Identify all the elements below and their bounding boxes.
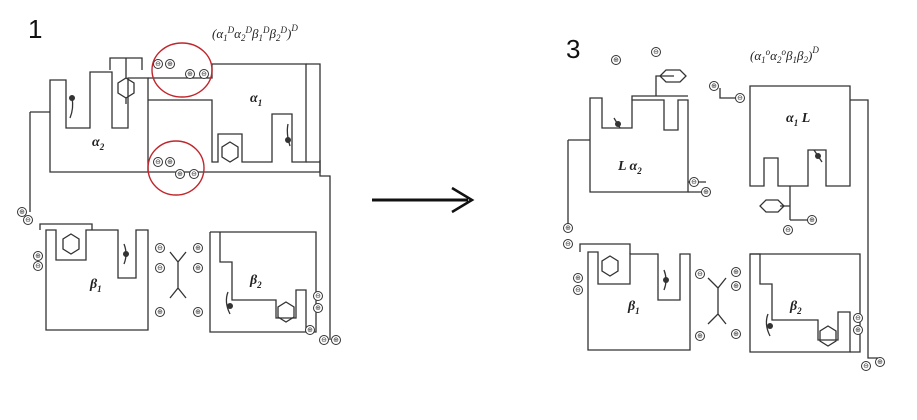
highlight-circle-top xyxy=(151,42,213,98)
svg-text:⊖: ⊖ xyxy=(315,292,321,300)
svg-text:⊕: ⊕ xyxy=(35,252,41,260)
beta2-label: β2 xyxy=(789,299,802,316)
beta2-helix xyxy=(765,313,771,337)
svg-text:⊕: ⊕ xyxy=(307,326,313,334)
beta1-heme-iron xyxy=(123,251,129,257)
svg-text:⊕: ⊕ xyxy=(613,56,619,64)
step-number: 1 xyxy=(28,14,42,44)
alpha2-helix xyxy=(69,97,74,119)
svg-text:⊕: ⊕ xyxy=(195,264,201,272)
svg-text:⊖: ⊖ xyxy=(191,170,197,178)
beta1-subunit-outline xyxy=(587,251,691,351)
alpha1-heme-hexagon xyxy=(759,199,785,213)
svg-text:⊕: ⊕ xyxy=(195,308,201,316)
alpha2-label: α2 xyxy=(92,135,105,152)
alpha2-subunit-outline xyxy=(49,71,149,173)
beta1-label: β1 xyxy=(627,299,640,316)
svg-text:⊕: ⊕ xyxy=(315,304,321,312)
svg-text:⊖: ⊖ xyxy=(321,336,327,344)
alpha1-heme-hexagon xyxy=(221,141,239,163)
svg-text:⊖: ⊖ xyxy=(575,286,581,294)
svg-text:⊖: ⊖ xyxy=(25,216,31,224)
svg-text:⊖: ⊖ xyxy=(155,158,161,166)
beta2-heme-hexagon xyxy=(277,301,295,323)
formula: (α1Dα2Dβ1Dβ2D)D xyxy=(212,23,298,43)
beta2-subunit-outline xyxy=(749,253,851,353)
svg-text:⊕: ⊕ xyxy=(733,330,739,338)
beta2-heme-iron xyxy=(767,323,773,329)
peripheral-charges-3: ⊖ ⊕ ⊕ ⊖ ⊖ ⊕ ⊕ ⊖ ⊕ ⊖ ⊕ ⊖ ⊖ ⊕ ⊕ ⊕ ⊕ ⊖ ⊕ ⊖ … xyxy=(563,47,885,371)
alpha2-heme-hexagon xyxy=(659,69,687,83)
svg-text:⊕: ⊕ xyxy=(703,188,709,196)
svg-text:⊕: ⊕ xyxy=(733,268,739,276)
svg-text:⊖: ⊖ xyxy=(201,70,207,78)
svg-text:⊖: ⊖ xyxy=(697,270,703,278)
alpha1-helix xyxy=(286,123,291,147)
svg-text:⊖: ⊖ xyxy=(157,244,163,252)
svg-text:⊖: ⊖ xyxy=(565,240,571,248)
svg-text:⊕: ⊕ xyxy=(177,170,183,178)
beta2-heme-hexagon xyxy=(819,325,837,347)
svg-text:⊕: ⊕ xyxy=(809,216,815,224)
alpha1-subunit-outline xyxy=(148,63,307,163)
beta1-heme-hexagon xyxy=(62,233,80,255)
svg-text:⊕: ⊕ xyxy=(157,308,163,316)
alpha1-label: α1 xyxy=(250,91,262,108)
svg-text:⊖: ⊖ xyxy=(855,314,861,322)
alpha1-heme-iron xyxy=(815,153,821,159)
alpha2-subunit-outline xyxy=(589,97,689,193)
step-number: 3 xyxy=(566,34,580,64)
alpha1-label: α1 L xyxy=(786,111,810,128)
beta2-subunit-outline xyxy=(209,232,307,333)
svg-text:⊖: ⊖ xyxy=(155,60,161,68)
alpha1-heme-iron xyxy=(285,137,291,143)
svg-text:⊕: ⊕ xyxy=(733,282,739,290)
alpha2-heme-hexagon xyxy=(117,77,135,99)
alpha2-label: L α2 xyxy=(617,159,642,176)
beta2-heme-iron xyxy=(227,303,233,309)
beta2-helix xyxy=(225,291,231,315)
beta2-label: β2 xyxy=(249,273,262,290)
beta1-heme-iron xyxy=(663,277,669,283)
svg-text:⊕: ⊕ xyxy=(711,82,717,90)
panel-1: 1 (α1Dα2Dβ1Dβ2D)D α2 α1 ⊖ ⊕ ⊕ ⊖ xyxy=(17,14,341,345)
svg-text:⊕: ⊕ xyxy=(697,332,703,340)
bpg-branch xyxy=(169,251,187,299)
bpg-branch xyxy=(707,277,727,325)
svg-text:⊕: ⊕ xyxy=(333,336,339,344)
svg-text:⊖: ⊖ xyxy=(35,262,41,270)
beta1-subunit-outline xyxy=(45,229,149,331)
svg-text:⊕: ⊕ xyxy=(167,158,173,166)
svg-text:⊖: ⊖ xyxy=(785,226,791,234)
svg-text:⊕: ⊕ xyxy=(19,208,25,216)
svg-text:⊕: ⊕ xyxy=(855,326,861,334)
svg-text:⊖: ⊖ xyxy=(691,178,697,186)
beta1-heme-hexagon xyxy=(601,255,619,277)
svg-text:⊕: ⊕ xyxy=(167,60,173,68)
svg-text:⊕: ⊕ xyxy=(195,244,201,252)
beta1-label: β1 xyxy=(89,277,102,294)
panel-3: 3 (α1oα2oβ1β2)D L α2 α1 L β1 xyxy=(563,34,885,371)
highlight-circle-middle xyxy=(147,140,205,196)
svg-text:⊕: ⊕ xyxy=(877,358,883,366)
salt-bridge-middle: ⊖ ⊕ ⊕ ⊖ xyxy=(153,157,199,179)
peripheral-charges-1: ⊕ ⊖ ⊕ ⊖ ⊖ ⊖ ⊕ ⊕ ⊕ ⊕ ⊖ ⊕ ⊕ ⊖ ⊕ xyxy=(17,207,341,345)
svg-text:⊖: ⊖ xyxy=(863,362,869,370)
transition-arrow xyxy=(372,186,475,214)
alpha2-heme-iron xyxy=(615,121,621,127)
svg-text:⊕: ⊕ xyxy=(187,70,193,78)
svg-text:⊖: ⊖ xyxy=(157,264,163,272)
svg-text:⊖: ⊖ xyxy=(653,48,659,56)
formula: (α1oα2oβ1β2)D xyxy=(750,45,819,65)
salt-bridge-top: ⊖ ⊕ ⊕ ⊖ xyxy=(153,59,209,79)
alpha2-heme-iron xyxy=(69,95,75,101)
svg-text:⊖: ⊖ xyxy=(737,94,743,102)
svg-text:⊕: ⊕ xyxy=(565,224,571,232)
alpha1-subunit-outline xyxy=(749,85,851,187)
svg-text:⊕: ⊕ xyxy=(575,274,581,282)
